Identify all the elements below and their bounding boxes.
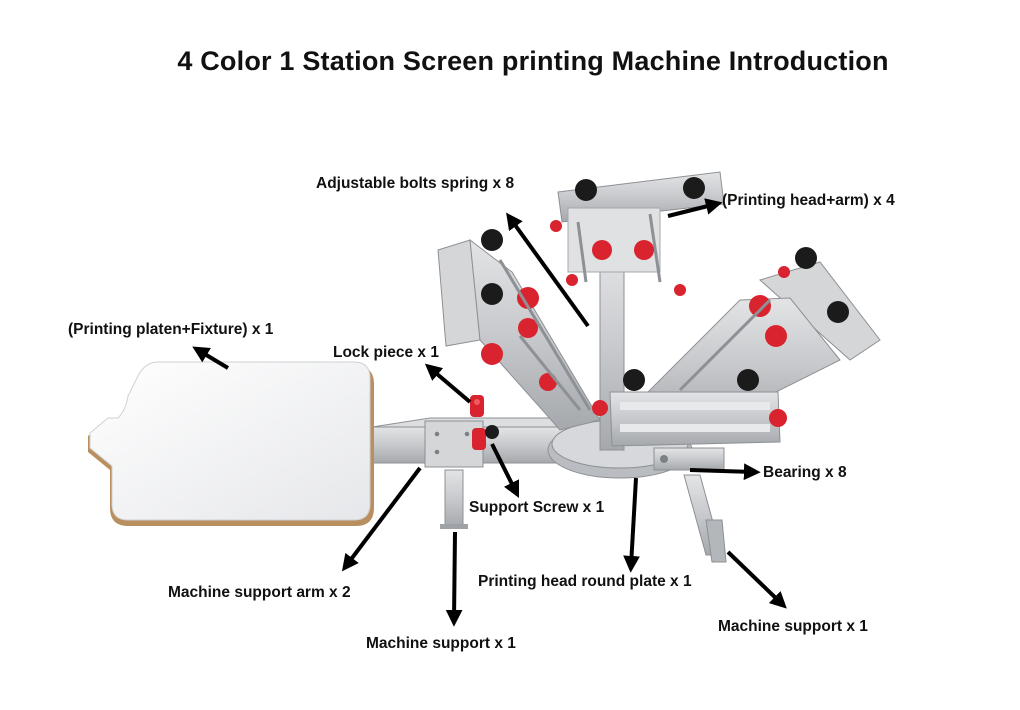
- label-printing-head-round-plate: Printing head round plate x 1: [478, 573, 692, 590]
- bearing: [653, 447, 725, 471]
- printing-head-back: [550, 171, 725, 296]
- arrow-printing-platen: [192, 346, 230, 370]
- arrow-machine-support-right: [726, 550, 787, 609]
- label-bearing: Bearing x 8: [763, 464, 847, 481]
- support-screw: [472, 425, 499, 450]
- label-lock-piece: Lock piece x 1: [333, 344, 439, 361]
- arrow-bearing: [689, 463, 761, 481]
- arrow-adjustable-bolts-spring: [506, 212, 590, 328]
- label-machine-support-center: Machine support x 1: [366, 635, 516, 652]
- arrow-printing-head-round-plate: [623, 477, 640, 573]
- label-machine-support-right: Machine support x 1: [718, 618, 868, 635]
- arrow-printing-head-arm: [667, 198, 723, 218]
- printing-head-front: [592, 369, 787, 447]
- printing-head-left: [437, 229, 601, 431]
- arrow-lock-piece: [424, 363, 472, 404]
- label-support-screw: Support Screw x 1: [469, 499, 605, 516]
- arrow-support-screw: [490, 443, 520, 499]
- arrow-machine-support-arm: [341, 466, 422, 572]
- arrow-machine-support-center: [445, 531, 463, 627]
- lock-piece: [470, 395, 484, 417]
- label-printing-platen-fixture: (Printing platen+Fixture) x 1: [68, 321, 274, 338]
- label-printing-head-arm: (Printing head+arm) x 4: [722, 192, 895, 209]
- machine-support-center: [440, 469, 468, 529]
- label-machine-support-arm: Machine support arm x 2: [168, 584, 351, 601]
- machine-support-right: [683, 474, 727, 563]
- page-title: 4 Color 1 Station Screen printing Machin…: [177, 46, 889, 76]
- label-adjustable-bolts-spring: Adjustable bolts spring x 8: [316, 175, 515, 192]
- printing-platen: [88, 361, 374, 526]
- annotation-arrows: [192, 198, 787, 627]
